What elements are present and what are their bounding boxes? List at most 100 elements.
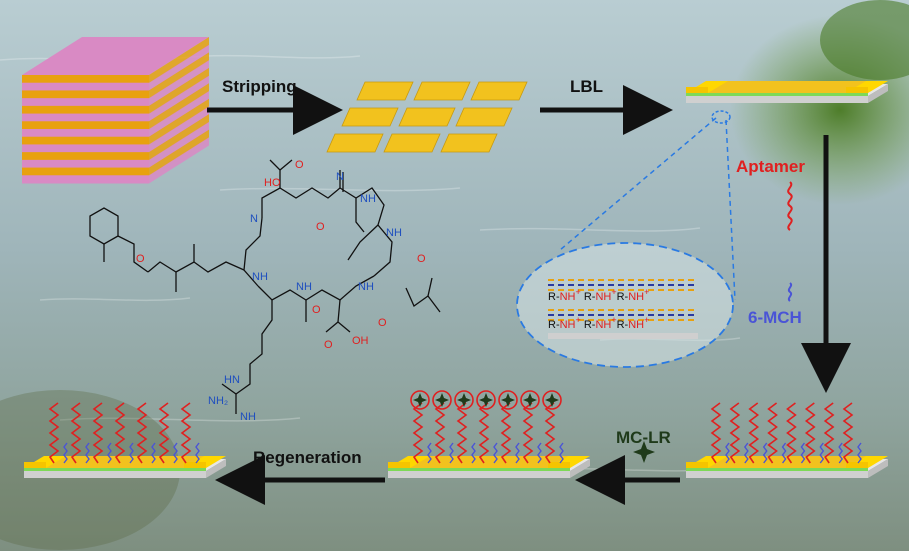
aptamer-strand [456, 402, 468, 464]
label-mc-lr: MC-LR [616, 428, 671, 447]
aptamer-loop [498, 390, 518, 410]
aptamer-strand [522, 402, 534, 464]
contact-left-front [388, 462, 410, 468]
atom-label: O [316, 221, 325, 233]
interface-token: + [576, 287, 581, 297]
bulk-side-layer [149, 83, 209, 130]
bulk-front-layer [22, 105, 149, 115]
nanosheet [326, 133, 384, 153]
atom-label: NH [386, 227, 402, 239]
mc-lr-star [545, 393, 559, 407]
exfoliated-nanosheets [326, 81, 528, 153]
interface-token: R- [617, 291, 629, 303]
substrate-side [868, 459, 888, 478]
bulk-layered-crystal [22, 37, 209, 184]
bulk-front-layer [22, 144, 149, 153]
atom-label: NH [240, 411, 256, 423]
mc-lr-star-icon [633, 441, 655, 463]
mch-strand [515, 442, 520, 464]
mch-strand [107, 442, 112, 464]
substrate-side [206, 459, 226, 478]
aptamer-strand [500, 402, 512, 464]
bond [257, 275, 375, 301]
bond [355, 198, 365, 233]
interface-token: NH [595, 291, 611, 303]
bulk-side-layer [149, 67, 209, 115]
atom-label: NH [358, 281, 374, 293]
grass-top-right-dense [820, 0, 909, 80]
mch-strand [151, 442, 156, 464]
mc-lr-star [479, 393, 493, 407]
bulk-front-layer [22, 121, 149, 130]
zoom-line-left [559, 117, 717, 251]
nanosheet [470, 81, 528, 101]
electrode-mc-lr-bound [388, 390, 590, 478]
contact-right-front [846, 87, 868, 93]
bond [243, 217, 263, 287]
bulk-side-layer [149, 52, 209, 99]
mch-strand [85, 442, 90, 464]
aptamer-strand [842, 402, 854, 464]
aptamer-strand [823, 402, 835, 464]
bulk-side-layer [149, 60, 209, 107]
aptamer-strand [412, 402, 424, 464]
bulk-side-layer [149, 129, 209, 176]
electrode-lbl [686, 81, 888, 103]
bulk-front-layer [22, 159, 149, 169]
nanosheet [383, 133, 441, 153]
bulk-front-layer [22, 75, 149, 84]
aptamer-strand [434, 402, 446, 464]
bulk-front-layer [22, 129, 149, 138]
bulk-front-layer [22, 90, 149, 99]
label-regeneration: Regeneration [253, 448, 362, 467]
aptamer-loop [542, 390, 562, 410]
mch-strand [725, 442, 730, 464]
interface-detail: R-NH+ R-NH+R-NH+R-NH+ R-NH+R-NH+ [548, 279, 698, 339]
aptamer-strand [136, 402, 148, 464]
mch-strand [471, 442, 476, 464]
bond [279, 159, 293, 171]
interface-token: + [611, 287, 616, 297]
substrate-side [570, 459, 590, 478]
gold-film [396, 456, 582, 468]
interface-token: R- [548, 319, 560, 331]
atom-label: O [324, 339, 333, 351]
nanosheet [440, 133, 498, 153]
aptamer-loop [454, 390, 474, 410]
aptamer-strand [478, 402, 490, 464]
mch-strand [537, 442, 542, 464]
aptamer-loop [410, 390, 430, 410]
contact-right-front [184, 462, 206, 468]
aptamer-strand [48, 402, 60, 464]
aptamer-strand [92, 402, 104, 464]
interface-substrate [548, 333, 698, 339]
substrate-side [868, 84, 888, 103]
aptamer-strand [804, 402, 816, 464]
mch-strand [762, 442, 768, 464]
aptamer-strand [70, 402, 82, 464]
mch-strand [800, 442, 806, 464]
bulk-side-layer [149, 106, 209, 153]
atom-label: OH [352, 335, 369, 347]
contact-right-front [548, 462, 570, 468]
mch-strand [819, 442, 825, 464]
bond [405, 287, 441, 313]
bulk-side-layer [149, 37, 209, 84]
bulk-side-layer [149, 44, 209, 91]
atom-label: O [417, 253, 426, 265]
label-lbl: LBL [570, 77, 603, 96]
atom-label: NH [360, 193, 376, 205]
zoom-line-right [725, 119, 736, 301]
atom-label: N [336, 171, 344, 183]
interface-token: NH [628, 291, 644, 303]
aptamer-strand [748, 402, 760, 464]
interface-token: + [644, 287, 649, 297]
atom-label: HO [264, 177, 281, 189]
aptamer-loop [432, 390, 452, 410]
bond [117, 235, 149, 273]
atom-label: N [250, 213, 258, 225]
bulk-front-layer [22, 136, 149, 145]
interface-row: R-NH+ R-NH+R-NH+ [548, 287, 649, 303]
atom-label: NH₂ [208, 395, 228, 407]
